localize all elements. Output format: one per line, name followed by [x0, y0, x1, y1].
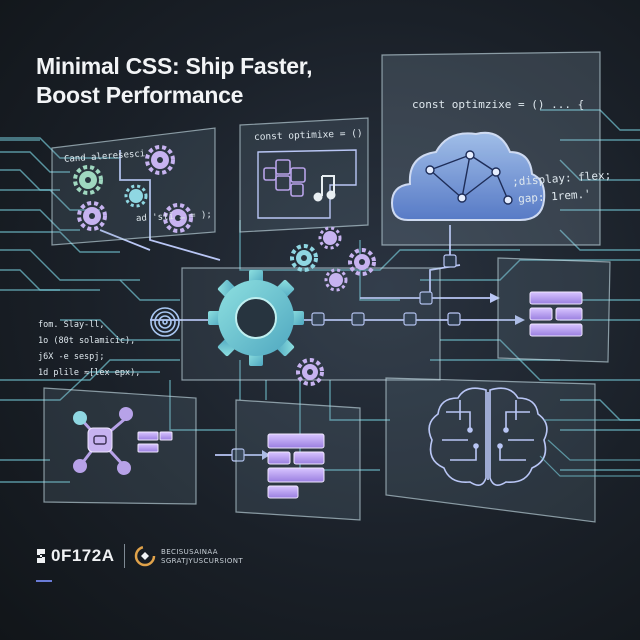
- music-note-icon: [313, 175, 336, 202]
- footer-tagline-line-2: SGRATJYUSCURSIONT: [161, 557, 244, 565]
- cloud-network-icon: [390, 131, 546, 221]
- left-code-line-2: 1o (80t solamicic),: [38, 336, 136, 346]
- flow-nodes: [231, 254, 461, 462]
- footer-tagline: BECISUSAINAA SGRATJYUSCURSIONT: [161, 548, 243, 566]
- brand-mark-icon: [37, 549, 45, 563]
- footer-brand: 0F172A: [36, 546, 114, 566]
- brain-circuit-icon: [428, 387, 548, 486]
- gear-icon: [208, 270, 304, 366]
- grid-icon: [263, 159, 306, 197]
- title-line-2: Boost Performance: [36, 82, 244, 108]
- footer-tagline-line-1: BECISUSAINAA: [161, 548, 218, 556]
- footer-logo-icon: [134, 545, 156, 567]
- page-title: Minimal CSS: Ship Faster, Boost Performa…: [36, 52, 376, 110]
- left-code-line-4: 1d plile ≈[lex epx),: [38, 368, 141, 378]
- title-line-1: Minimal CSS: Ship Faster,: [36, 53, 313, 79]
- left-code-line-3: j6X -e sespj;: [38, 352, 105, 362]
- brand-name: 0F172A: [51, 546, 115, 565]
- fingerprint-icon: [150, 307, 180, 337]
- small-gears: [73, 145, 376, 386]
- molecule-icon: [73, 407, 133, 475]
- top-right-code: const optimzixe = () ... {: [412, 98, 585, 111]
- left-code-line-1: fom. Slay-ll,: [38, 320, 105, 330]
- block-stack-icon: [137, 291, 583, 499]
- footer-accent-line: [36, 580, 52, 582]
- circuit-lines: [0, 109, 640, 483]
- footer-divider: [124, 544, 125, 568]
